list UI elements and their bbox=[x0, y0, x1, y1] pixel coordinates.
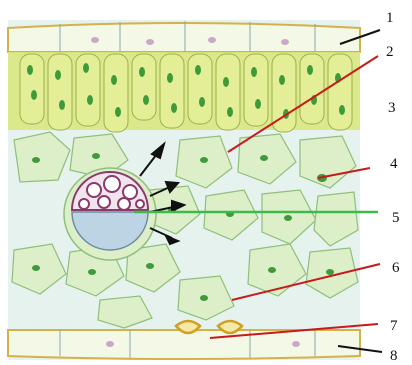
vascular-bundle bbox=[64, 168, 156, 260]
label-7: 7 bbox=[390, 318, 398, 334]
label-4: 4 bbox=[390, 156, 398, 172]
label-5: 5 bbox=[392, 210, 400, 226]
lower-epidermis bbox=[8, 330, 360, 359]
label-2: 2 bbox=[386, 44, 394, 60]
label-1: 1 bbox=[386, 10, 394, 26]
label-3: 3 bbox=[388, 100, 396, 116]
label-6: 6 bbox=[392, 260, 400, 276]
upper-epidermis bbox=[8, 21, 360, 52]
palisade-tissue bbox=[8, 52, 360, 132]
label-8: 8 bbox=[390, 348, 398, 364]
